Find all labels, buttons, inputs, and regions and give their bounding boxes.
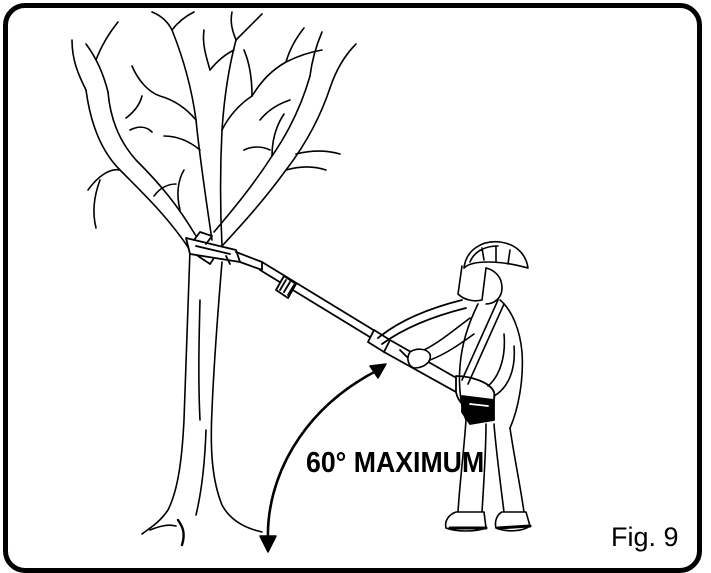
angle-label: 60° MAXIMUM (306, 447, 484, 480)
arrow-head-upper (370, 364, 386, 378)
arrow-head-lower (260, 536, 276, 552)
figure-label: Fig. 9 (611, 522, 679, 553)
